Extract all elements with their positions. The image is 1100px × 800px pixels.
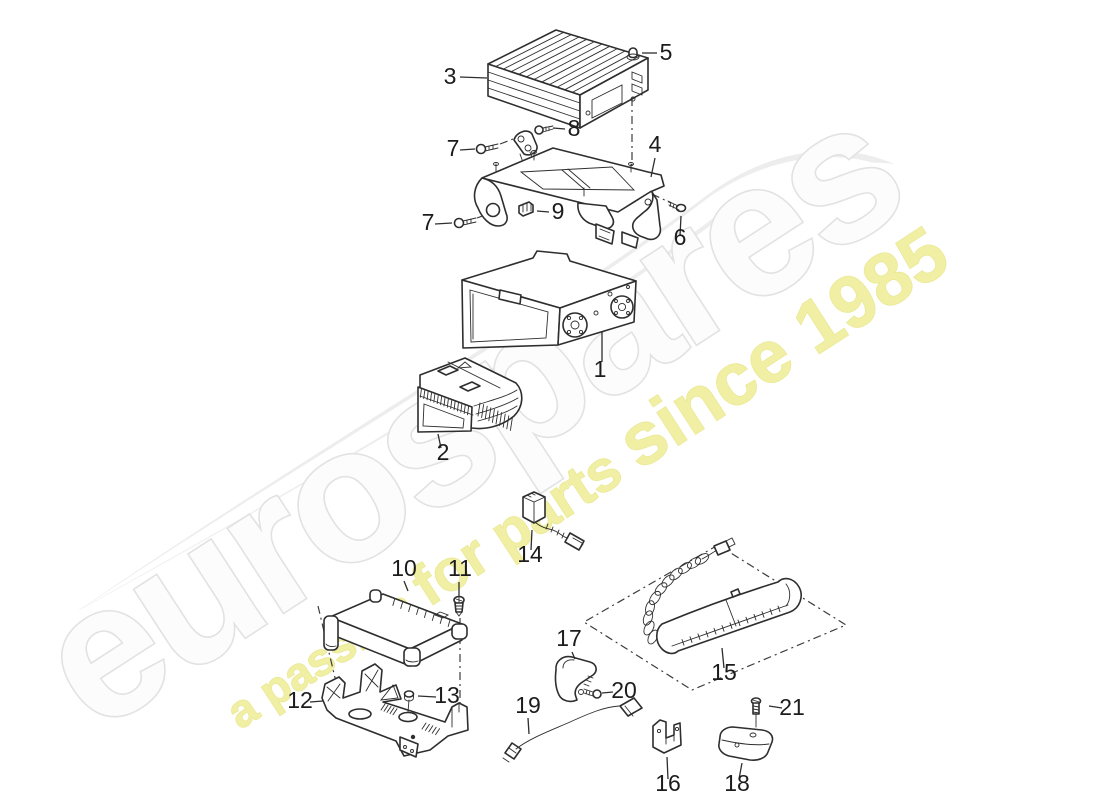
part-number-label: 19: [515, 692, 541, 718]
part-8-screw: [534, 125, 554, 135]
label-leader-line: [527, 717, 530, 735]
part-5-nut: [626, 47, 640, 61]
handset-grille-hatch: [681, 605, 781, 646]
part-15-handset: [642, 537, 802, 655]
part-number-label: 14: [517, 541, 543, 567]
part-19-cable: [502, 697, 643, 763]
part-number-label: 8: [568, 115, 581, 141]
cd-grille: [419, 388, 469, 416]
amplifier-fins: [495, 31, 641, 93]
part-number-label: 3: [444, 63, 457, 89]
part-14-connector: [522, 491, 585, 551]
part-7-screw-a: [475, 143, 499, 155]
label-leader-line: [459, 148, 476, 151]
part-4-mounting-bracket: [473, 147, 665, 249]
label-leader-line: [530, 529, 533, 551]
label-leader-line: [403, 580, 409, 592]
label-leader-line: [536, 210, 550, 213]
label-leader-line: [571, 651, 576, 660]
part-number-label: 13: [434, 682, 460, 708]
bracket-grip-hatch: [380, 703, 441, 736]
label-leader-line: [768, 705, 783, 709]
label-leader-line: [738, 762, 743, 780]
label-leader-line: [601, 691, 614, 694]
part-number-label: 10: [391, 555, 417, 581]
part-number-label: 9: [552, 198, 565, 224]
label-leader-line: [679, 215, 682, 237]
label-leader-line: [437, 433, 442, 449]
part-number-label: 7: [422, 209, 435, 235]
part-17-cover-clip: [554, 655, 597, 703]
part-13-nut: [403, 690, 415, 713]
part-number-label: 18: [724, 770, 750, 796]
part-21-screw: [750, 697, 762, 728]
part-20-screw: [583, 688, 602, 699]
handset-coil-cord: [642, 553, 710, 645]
cd-side-hatch: [477, 402, 513, 431]
mount-boss: [610, 295, 634, 319]
part-18-antenna-pad: [718, 726, 774, 761]
watermark-swoosh: [76, 150, 894, 612]
part-number-label: 1: [594, 356, 607, 382]
part-1-radio-unit: [461, 250, 637, 349]
part-number-label: 5: [660, 39, 673, 65]
part-number-label: 12: [287, 687, 313, 713]
part-10-control-module: [323, 589, 468, 667]
part-9-clip: [518, 201, 534, 217]
label-leader-line: [650, 157, 656, 178]
part-16-clip-bracket: [652, 719, 682, 754]
part-number-label: 15: [711, 659, 737, 685]
part-8-plate: [513, 130, 538, 166]
part-number-label: 2: [437, 439, 450, 465]
part-2-cd-changer: [417, 357, 523, 433]
label-leader-line: [552, 127, 566, 130]
part-number-label: 21: [779, 694, 805, 720]
label-leader-line: [434, 222, 453, 225]
part-7-screw-b: [453, 217, 477, 229]
label-leader-line: [417, 695, 437, 698]
part-number-label: 17: [556, 625, 582, 651]
part-number-label: 4: [649, 131, 662, 157]
label-leader-line: [459, 76, 488, 79]
part-12-support-bracket: [321, 663, 469, 758]
mount-boss: [562, 312, 588, 338]
module-ridges: [392, 598, 451, 627]
part-number-label: 7: [447, 135, 460, 161]
part-number-label: 11: [448, 555, 472, 581]
label-leader-line: [666, 756, 669, 780]
part-number-label: 16: [655, 770, 681, 796]
part-3-amplifier: [487, 29, 649, 129]
label-leader-line: [721, 647, 725, 669]
part-number-label: 20: [611, 677, 637, 703]
part-11-screw: [453, 595, 465, 617]
part-6-screw: [667, 200, 687, 213]
label-leader-line: [309, 700, 324, 703]
part-number-label: 6: [674, 224, 687, 250]
